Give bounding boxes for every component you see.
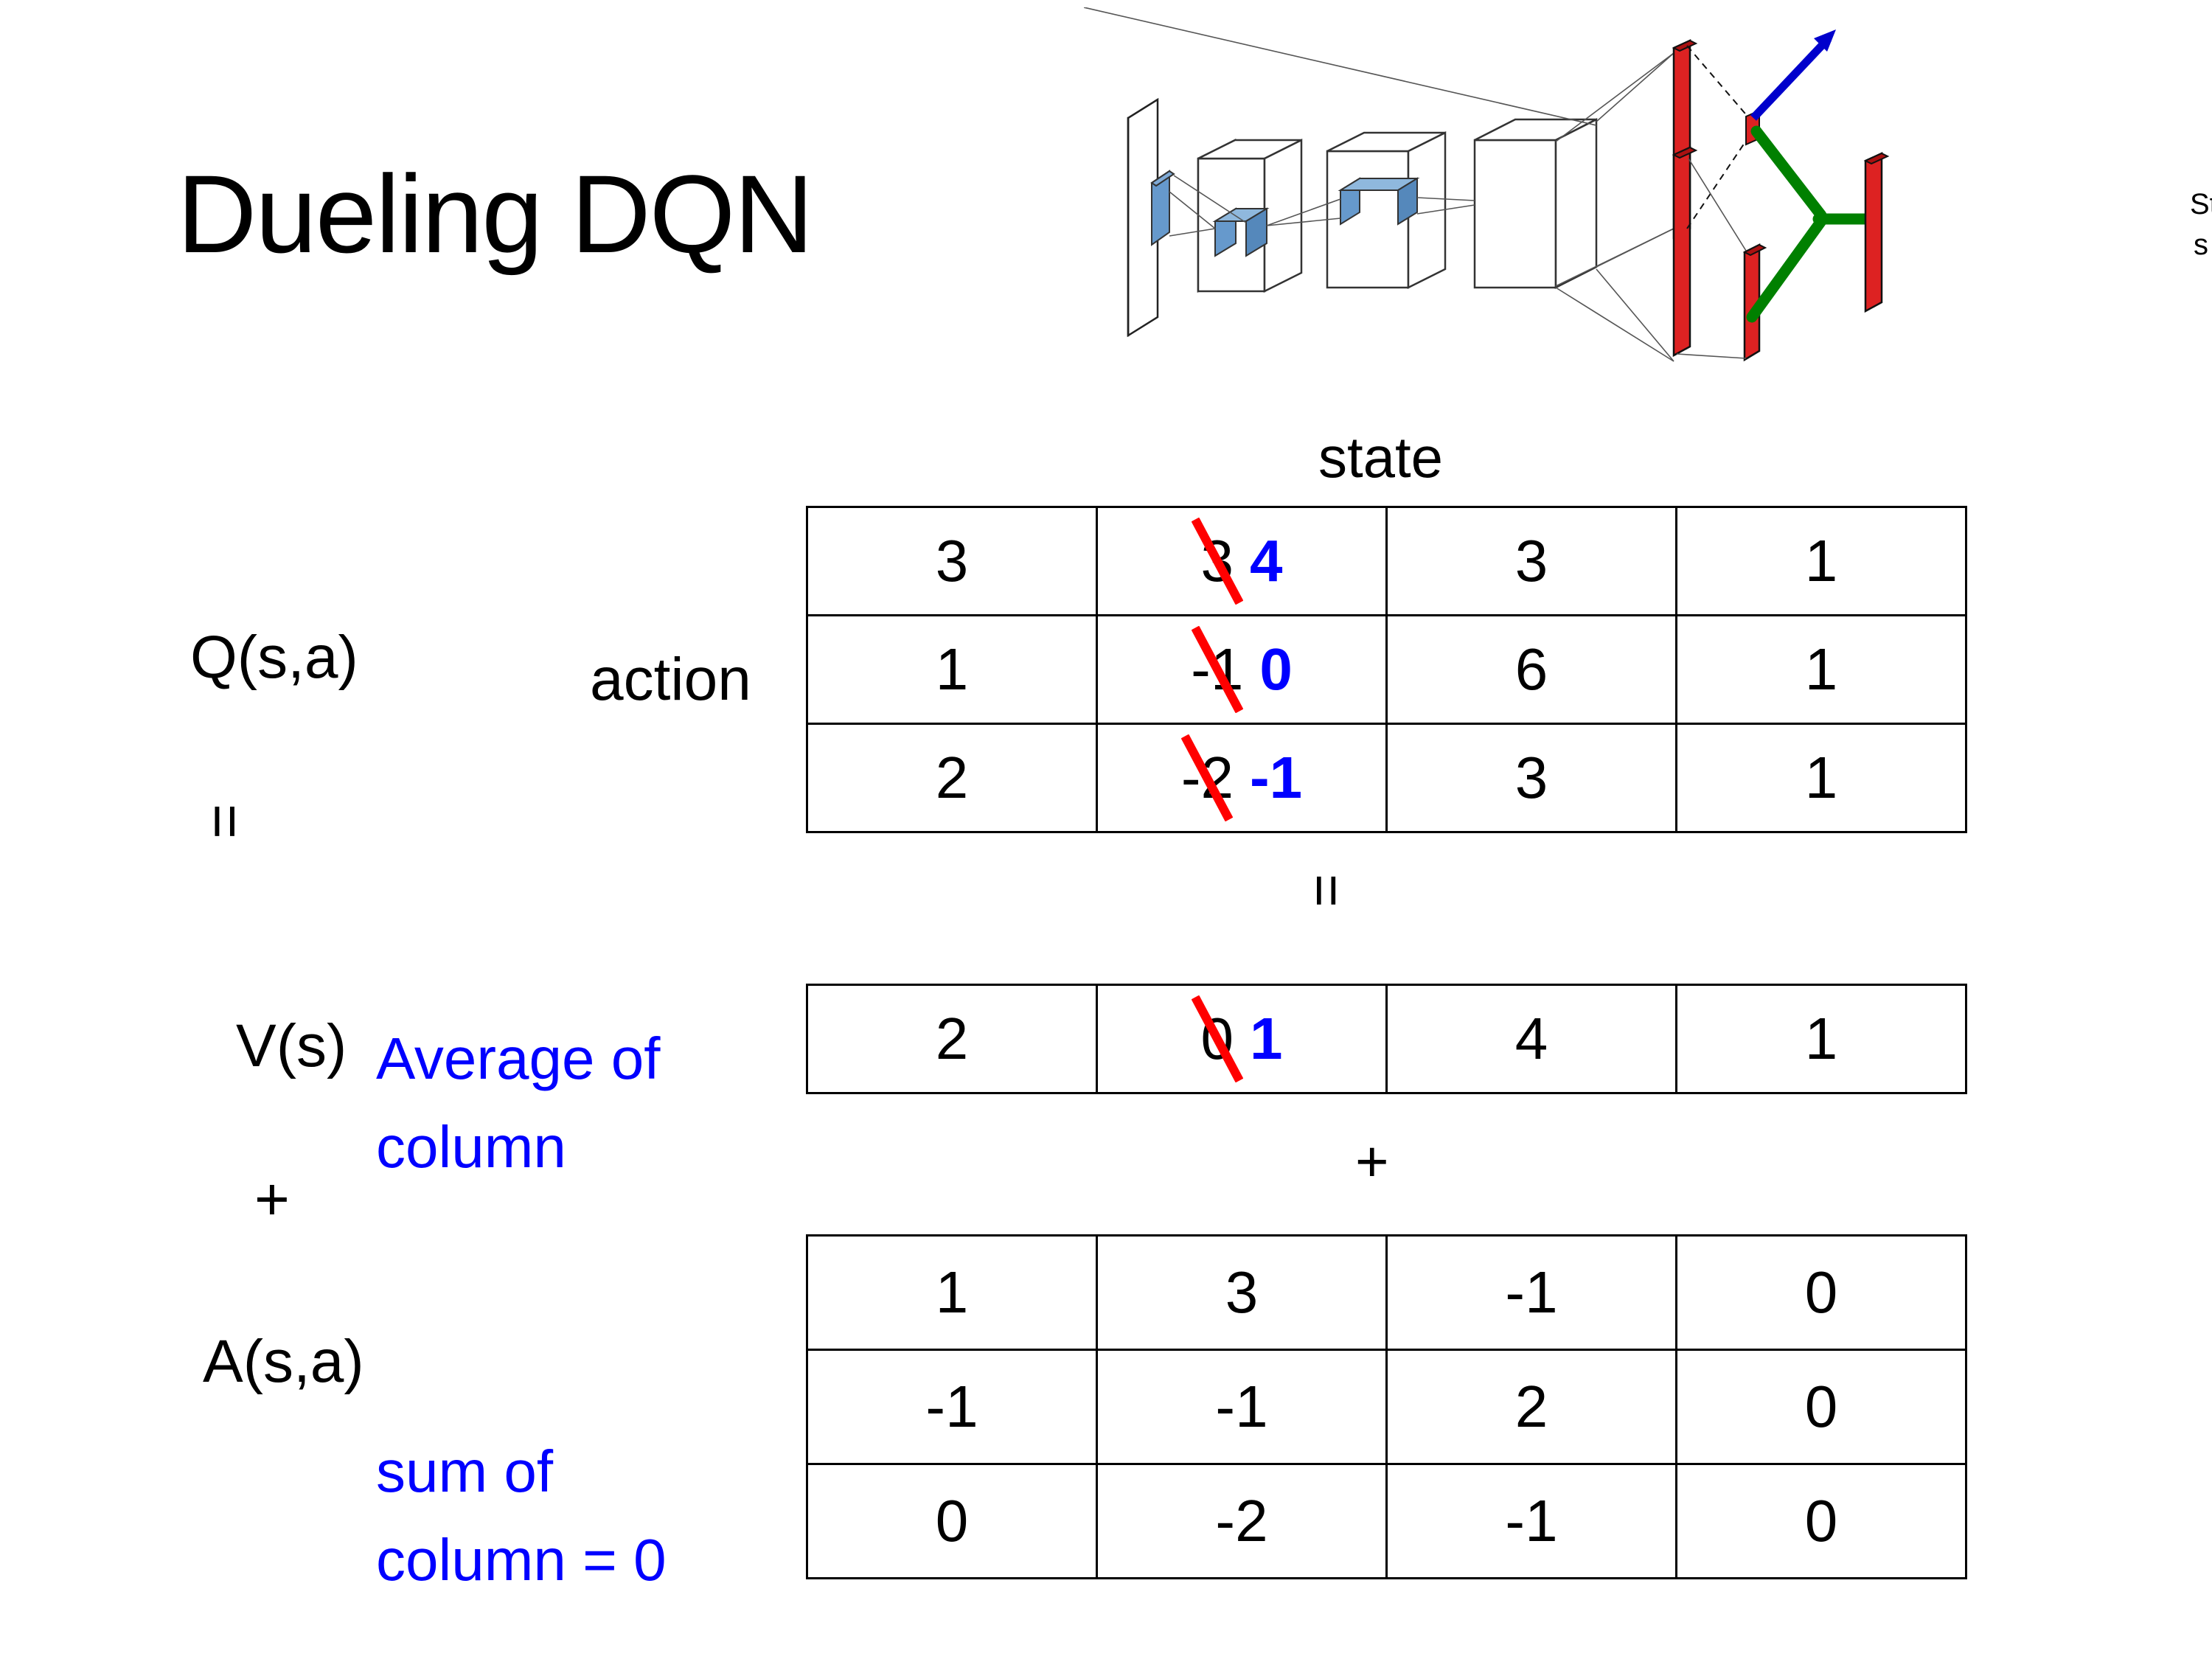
cell-value: 1 xyxy=(1804,528,1838,594)
old-value: 3 xyxy=(1191,517,1244,605)
average-note-line1: Average of xyxy=(376,1026,661,1091)
new-value: 1 xyxy=(1250,1006,1283,1071)
a-cell-r0c0[interactable]: 1 xyxy=(806,1234,1098,1351)
new-value: 4 xyxy=(1250,528,1283,594)
a-cell-r1c3[interactable]: 0 xyxy=(1675,1349,1967,1465)
v-function-label: V(s) xyxy=(236,1012,347,1079)
q-cell-r2c0[interactable]: 2 xyxy=(806,723,1098,833)
a-value-table: 1 3 -1 0 -1 -1 2 0 0 -2 -1 0 xyxy=(806,1234,1967,1579)
a-cell-r0c1[interactable]: 3 xyxy=(1096,1234,1388,1351)
plus-sign-left: + xyxy=(254,1166,290,1233)
edited-cell: -2-1 xyxy=(1181,734,1303,822)
q-cell-r1c3[interactable]: 1 xyxy=(1675,614,1967,725)
v-cell-r0c2[interactable]: 4 xyxy=(1385,984,1677,1094)
cell-value: 0 xyxy=(1804,1488,1838,1554)
a-cell-r0c3[interactable]: 0 xyxy=(1675,1234,1967,1351)
q-cell-r1c0[interactable]: 1 xyxy=(806,614,1098,725)
cell-value: 1 xyxy=(1804,745,1838,810)
average-note-line2: column xyxy=(376,1114,566,1180)
table-row: 2 -2-1 3 1 xyxy=(806,723,1967,833)
a-cell-r2c0[interactable]: 0 xyxy=(806,1463,1098,1579)
cell-value: 2 xyxy=(935,1006,969,1071)
cell-value: 2 xyxy=(935,745,969,810)
state-axis-label: state xyxy=(1318,425,1444,490)
advantage-vector-bar-icon xyxy=(1742,243,1767,362)
plus-sign-middle: + xyxy=(1355,1129,1389,1194)
a-cell-r1c1[interactable]: -1 xyxy=(1096,1349,1388,1465)
action-axis-label: action xyxy=(590,646,751,713)
q-function-label: Q(s,a) xyxy=(190,624,358,691)
a-cell-r1c0[interactable]: -1 xyxy=(806,1349,1098,1465)
cell-value: 3 xyxy=(1225,1259,1259,1325)
cell-value: 3 xyxy=(1514,528,1548,594)
cell-value: 4 xyxy=(1514,1006,1548,1071)
sum-note-line2: column = 0 xyxy=(376,1527,667,1593)
page-title: Dueling DQN xyxy=(177,152,814,276)
old-value: -1 xyxy=(1191,625,1243,714)
table-row: -1 -1 2 0 xyxy=(806,1349,1967,1465)
old-value: 0 xyxy=(1191,995,1244,1083)
cell-value: 0 xyxy=(1804,1259,1838,1325)
cell-value: 1 xyxy=(935,1259,969,1325)
q-output-bar-icon xyxy=(1863,152,1890,313)
cell-value: 1 xyxy=(1804,1006,1838,1071)
cell-value: 1 xyxy=(1804,636,1838,702)
a-cell-r1c2[interactable]: 2 xyxy=(1385,1349,1677,1465)
advantage-stream-bar-icon xyxy=(1672,146,1698,358)
a-cell-r2c3[interactable]: 0 xyxy=(1675,1463,1967,1579)
diagram-state-sub: s xyxy=(2194,229,2208,261)
sum-note-line1: sum of xyxy=(376,1439,554,1504)
cell-value: -1 xyxy=(925,1374,978,1439)
a-cell-r2c1[interactable]: -2 xyxy=(1096,1463,1388,1579)
cell-value: 3 xyxy=(935,528,969,594)
cell-value: 3 xyxy=(1514,745,1548,810)
new-value: 0 xyxy=(1259,636,1293,702)
input-receptive-field-icon xyxy=(1150,170,1175,246)
cell-value: 6 xyxy=(1514,636,1548,702)
new-value: -1 xyxy=(1250,745,1303,810)
q-cell-r2c3[interactable]: 1 xyxy=(1675,723,1967,833)
network-diagram-svg xyxy=(1084,7,1890,362)
cell-value: 0 xyxy=(1804,1374,1838,1439)
old-value: -2 xyxy=(1181,734,1234,822)
cell-value: -1 xyxy=(1215,1374,1268,1439)
table-row: 1 3 -1 0 xyxy=(806,1234,1967,1351)
v-cell-r0c0[interactable]: 2 xyxy=(806,984,1098,1094)
v-cell-r0c3[interactable]: 1 xyxy=(1675,984,1967,1094)
equals-sign-left: = xyxy=(192,804,259,839)
v-output-arrow-icon xyxy=(1750,29,1836,121)
q-cell-r0c0[interactable]: 3 xyxy=(806,506,1098,616)
equals-sign-middle: = xyxy=(1295,874,1360,908)
q-cell-r0c2[interactable]: 3 xyxy=(1385,506,1677,616)
dueling-network-diagram: State s V(s) Q(s,a) = A(s,a)+V(s) A(s,a)… xyxy=(1084,7,2212,409)
a-cell-r2c2[interactable]: -1 xyxy=(1385,1463,1677,1579)
cell-value: -2 xyxy=(1215,1488,1268,1554)
cell-value: -1 xyxy=(1505,1259,1558,1325)
cell-value: 1 xyxy=(935,636,969,702)
q-cell-r0c3[interactable]: 1 xyxy=(1675,506,1967,616)
a-cell-r0c2[interactable]: -1 xyxy=(1385,1234,1677,1351)
q-cell-r2c2[interactable]: 3 xyxy=(1385,723,1677,833)
cell-value: 2 xyxy=(1514,1374,1548,1439)
a-function-label: A(s,a) xyxy=(203,1328,364,1395)
cell-value: 0 xyxy=(935,1488,969,1554)
diagram-state-label: State xyxy=(2190,188,2212,220)
table-row: 0 -2 -1 0 xyxy=(806,1463,1967,1579)
cell-value: -1 xyxy=(1505,1488,1558,1554)
q-cell-r1c2[interactable]: 6 xyxy=(1385,614,1677,725)
q-cell-r2c1[interactable]: -2-1 xyxy=(1096,723,1388,833)
